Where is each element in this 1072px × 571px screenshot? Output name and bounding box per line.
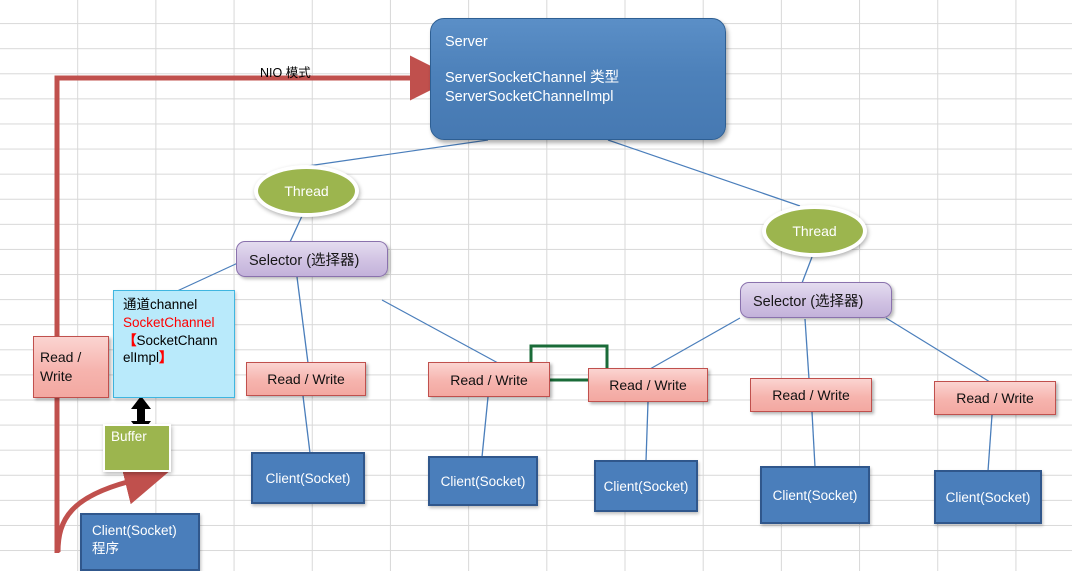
read-write-label: Read / Write (956, 390, 1034, 406)
link-rw1-client1 (302, 395, 311, 454)
link-rw2-client2 (481, 396, 489, 458)
nio-mode-label: NIO 模式 (260, 66, 311, 80)
red-buffer-arrow (55, 460, 169, 553)
bracket-close: 】 (159, 350, 173, 366)
read-write-left-line1: Read / (40, 349, 82, 366)
client-socket-box-4[interactable]: Client(Socket) (760, 466, 870, 524)
channel-line-4: elImpl】 (123, 349, 234, 367)
read-write-box-2[interactable]: Read / Write (428, 362, 550, 397)
read-write-box-3[interactable]: Read / Write (588, 368, 708, 402)
read-write-label: Read / Write (609, 377, 687, 393)
client-label: Client(Socket) (603, 478, 689, 494)
client-socket-box-2[interactable]: Client(Socket) (428, 456, 538, 506)
thread-label: Thread (284, 183, 329, 199)
client-label: Client(Socket) (772, 487, 858, 503)
read-write-label: Read / Write (450, 371, 528, 388)
channel-line-1: 通道channel (123, 297, 198, 312)
client-socket-box-3[interactable]: Client(Socket) (594, 460, 698, 512)
channel-box[interactable]: 通道channel SocketChannel 【SocketChann elI… (113, 290, 235, 398)
channel-line-3: 【SocketChann (123, 332, 234, 350)
client-label: Client(Socket) (945, 489, 1031, 505)
server-impl-line: ServerSocketChannelImpl (445, 89, 614, 106)
link-rw3-client3 (645, 401, 649, 462)
link-selector1-rw2 (381, 299, 499, 364)
channel-impl-part1: SocketChann (136, 332, 218, 348)
channel-impl-part2: elImpl (123, 350, 160, 366)
buffer-label: Buffer (111, 429, 147, 444)
read-write-left-text: Read / Write (40, 348, 81, 386)
client-label: Client(Socket) (440, 473, 526, 489)
link-rw5-client5 (987, 414, 993, 472)
link-selector2-rw5 (885, 317, 991, 383)
server-type-line: ServerSocketChannel 类型 (445, 69, 620, 86)
link-thread2-selector2 (801, 256, 813, 284)
channel-line-2: SocketChannel (123, 314, 215, 330)
link-selector1-rw1 (296, 276, 309, 364)
read-write-label: Read / Write (772, 387, 850, 403)
client-program-box[interactable]: Client(Socket) 程序 (80, 513, 200, 571)
selector-node-1[interactable]: Selector (选择器) (236, 241, 388, 277)
client-program-line1: Client(Socket) (92, 523, 177, 538)
link-server-thread2 (607, 139, 801, 207)
thread-node-1[interactable]: Thread (254, 165, 359, 217)
selector-label: Selector (选择器) (249, 252, 360, 269)
read-write-box-5[interactable]: Read / Write (934, 381, 1056, 415)
client-socket-box-5[interactable]: Client(Socket) (934, 470, 1042, 524)
buffer-box[interactable]: Buffer (103, 424, 171, 472)
read-write-box-left[interactable]: Read / Write (33, 336, 109, 398)
selector-node-2[interactable]: Selector (选择器) (740, 282, 892, 318)
link-selector1-channel (174, 261, 241, 293)
client-label: Client(Socket) (265, 470, 351, 486)
client-program-line2: 程序 (92, 540, 119, 556)
read-write-label: Read / Write (267, 371, 345, 387)
link-selector2-rw4 (804, 318, 810, 380)
server-title: Server (445, 34, 488, 50)
read-write-box-4[interactable]: Read / Write (750, 378, 872, 412)
selector-label: Selector (选择器) (753, 293, 864, 310)
read-write-box-1[interactable]: Read / Write (246, 362, 366, 396)
client-socket-box-1[interactable]: Client(Socket) (251, 452, 365, 504)
bracket-open: 【 (123, 332, 137, 348)
read-write-left-line2: Write (40, 368, 73, 384)
thread-label: Thread (792, 223, 837, 239)
link-thread1-selector1 (289, 215, 303, 243)
thread-node-2[interactable]: Thread (762, 205, 867, 257)
link-rw4-client4 (811, 411, 816, 468)
link-selector2-rw3 (649, 317, 741, 370)
server-node[interactable]: Server ServerSocketChannel 类型 ServerSock… (430, 18, 726, 140)
